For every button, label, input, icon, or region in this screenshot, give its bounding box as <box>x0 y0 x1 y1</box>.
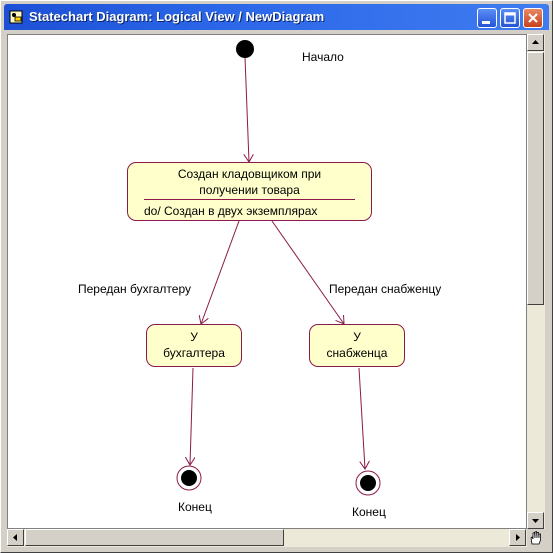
vertical-scrollbar[interactable] <box>527 34 545 529</box>
transition-to-supplier[interactable] <box>271 220 344 324</box>
arrow-right-icon <box>516 534 520 541</box>
scroll-right-button[interactable] <box>509 529 526 546</box>
transition-supplier-end[interactable] <box>358 367 365 469</box>
state-created[interactable]: Создан кладовщиком при получении товара … <box>127 162 372 221</box>
state-created-line2: получении товара <box>199 183 300 197</box>
minimize-button[interactable] <box>477 8 497 28</box>
title-bar[interactable]: Statechart Diagram: Logical View / NewDi… <box>4 4 549 30</box>
transition-start-created[interactable] <box>245 56 249 162</box>
statechart-icon <box>9 10 23 24</box>
pan-corner[interactable] <box>527 529 545 547</box>
window-title: Statechart Diagram: Logical View / NewDi… <box>29 9 325 24</box>
end-label-left: Конец <box>178 500 212 514</box>
vertical-scroll-thumb[interactable] <box>527 52 544 305</box>
close-icon <box>528 13 538 23</box>
state-accountant-line2: бухгалтера <box>163 346 225 360</box>
arrow-up-icon <box>532 40 539 44</box>
state-divider <box>144 199 355 200</box>
start-node[interactable] <box>236 40 254 58</box>
transition-label-supplier: Передан снабженцу <box>329 282 442 296</box>
horizontal-scroll-thumb[interactable] <box>25 529 284 546</box>
transition-to-accountant[interactable] <box>201 220 240 324</box>
state-accountant-line1: У <box>190 330 198 344</box>
state-created-line1: Создан кладовщиком при <box>177 167 322 181</box>
diagram-canvas[interactable]: Начало Создан кладовщиком при получении … <box>7 34 527 529</box>
state-accountant[interactable]: У бухгалтера <box>146 324 242 367</box>
arrow-down-icon <box>532 519 539 523</box>
end-node-right[interactable] <box>355 470 381 496</box>
minimize-icon <box>482 21 490 24</box>
maximize-icon <box>504 12 516 24</box>
maximize-button[interactable] <box>500 8 520 28</box>
end-node-left[interactable] <box>176 465 202 491</box>
state-supplier[interactable]: У снабженца <box>309 324 405 367</box>
scroll-up-button[interactable] <box>527 34 544 51</box>
state-supplier-line2: снабженца <box>326 346 388 360</box>
transition-lines <box>176 40 381 496</box>
transition-accountant-end[interactable] <box>190 367 193 465</box>
end-label-right: Конец <box>352 505 386 519</box>
transition-label-accountant: Передан бухгалтеру <box>78 282 191 296</box>
close-button[interactable] <box>523 8 543 28</box>
arrow-left-icon <box>13 534 17 541</box>
horizontal-scrollbar[interactable] <box>7 529 527 547</box>
scroll-down-button[interactable] <box>527 512 544 529</box>
state-created-activity: do/ Создан в двух экземплярах <box>144 204 318 218</box>
scroll-left-button[interactable] <box>7 529 24 546</box>
hand-icon <box>530 530 541 545</box>
start-label: Начало <box>302 50 344 64</box>
state-supplier-line1: У <box>353 330 361 344</box>
